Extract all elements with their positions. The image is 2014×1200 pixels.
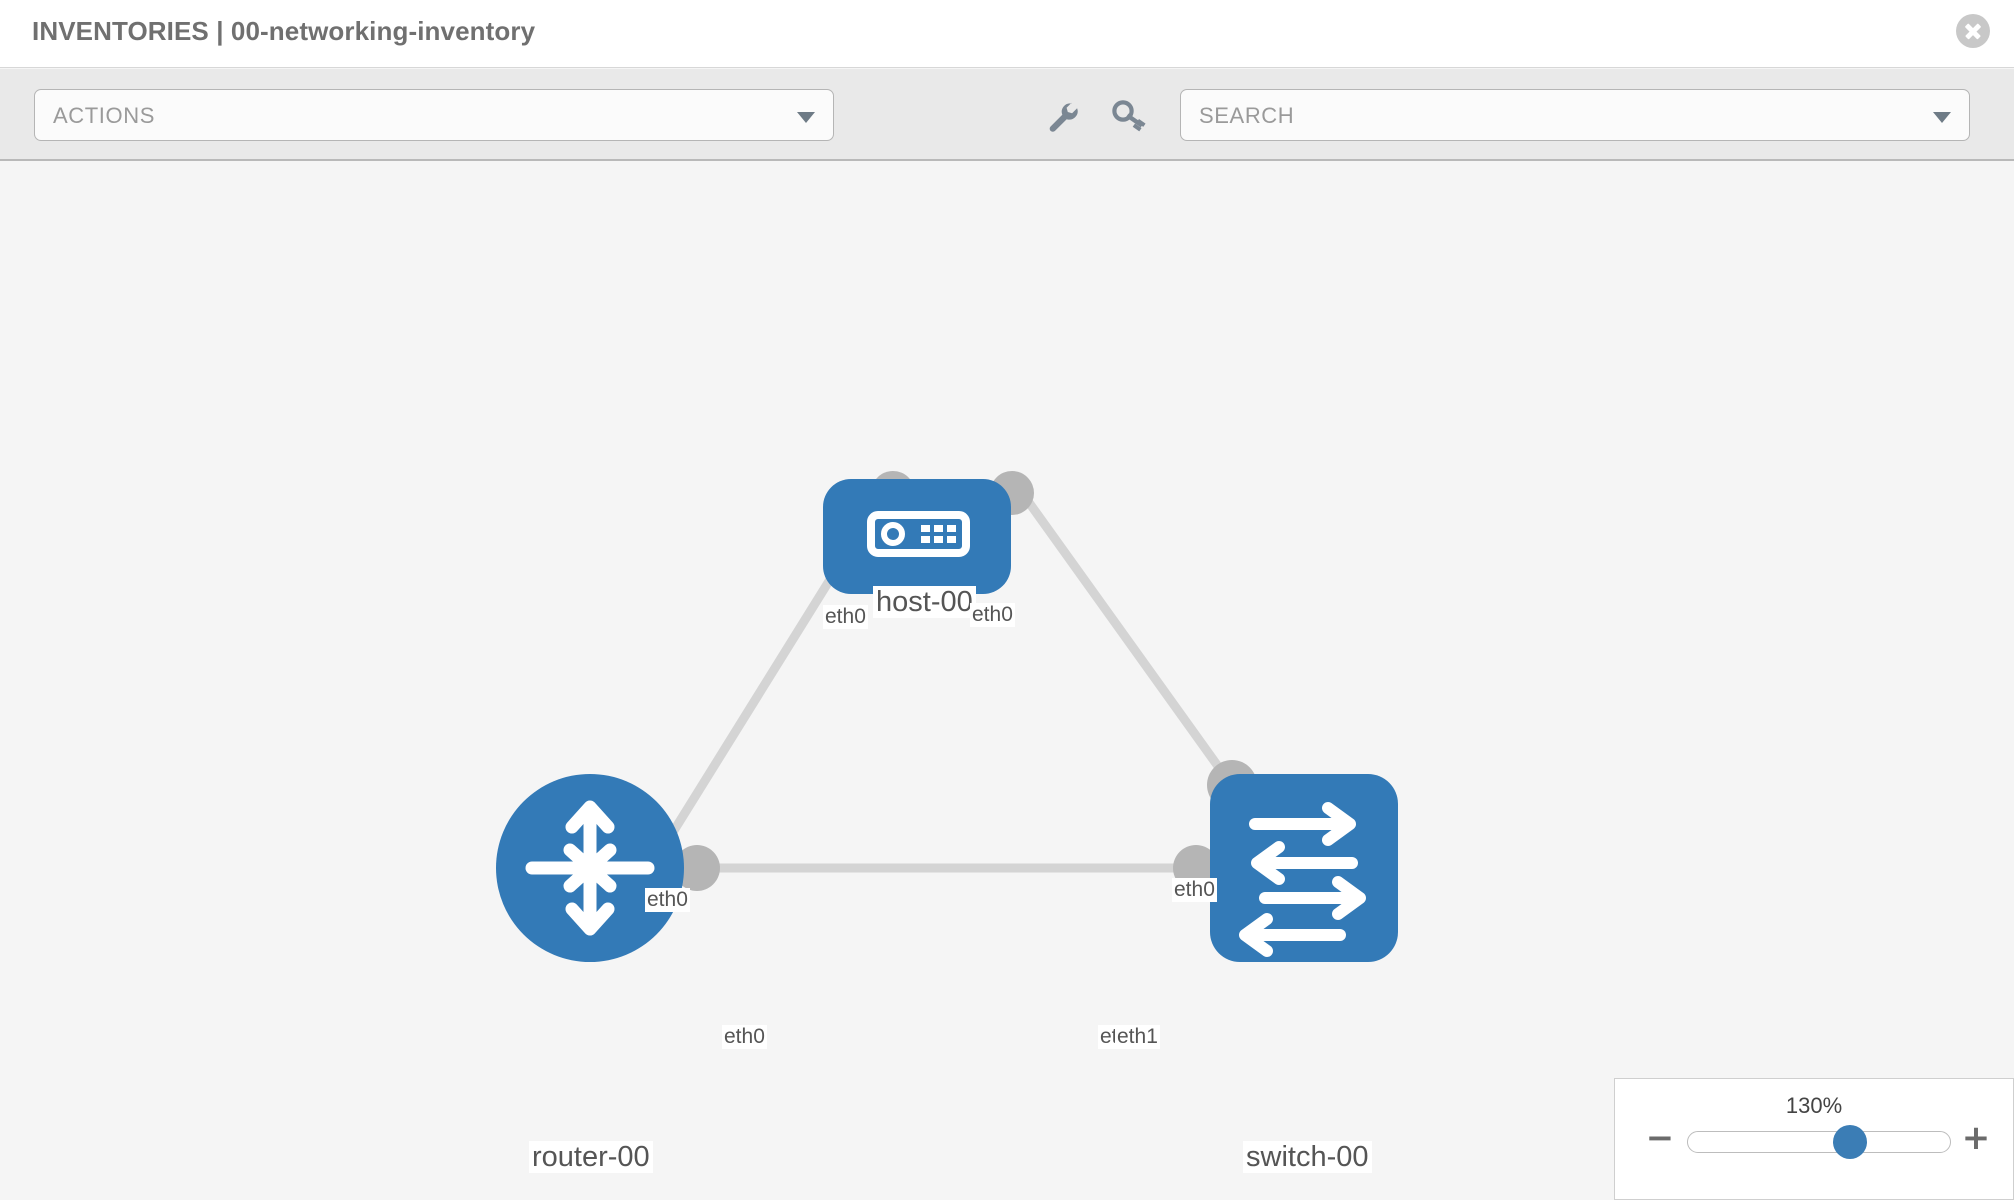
- chevron-down-icon: [1933, 112, 1951, 123]
- toolbar: ACTIONS SEARCH: [0, 69, 2014, 161]
- wrench-icon[interactable]: [1040, 95, 1082, 137]
- link-label-switch-eth1: eth1: [1115, 1025, 1160, 1050]
- node-switch-00[interactable]: [1210, 774, 1398, 962]
- topology-graph: [496, 471, 1398, 962]
- link-label-switch-eth0-up: eth0: [1172, 878, 1217, 903]
- link-label-host-eth0-left: eth0: [823, 605, 868, 630]
- page-header: INVENTORIES | 00-networking-inventory: [0, 0, 2014, 68]
- node-host-00[interactable]: [823, 479, 1011, 594]
- zoom-slider[interactable]: [1687, 1125, 1951, 1159]
- zoom-out-button[interactable]: −: [1645, 1118, 1675, 1158]
- link-label-router-eth0-up: eth0: [645, 888, 690, 913]
- node-router-00[interactable]: [496, 774, 684, 962]
- node-label-switch-00: switch-00: [1243, 1141, 1372, 1174]
- key-icon[interactable]: [1108, 95, 1150, 137]
- actions-dropdown[interactable]: ACTIONS: [34, 89, 834, 141]
- search-input[interactable]: SEARCH: [1180, 89, 1970, 141]
- zoom-control: 130% − +: [1614, 1078, 2014, 1200]
- link-label-host-eth0-right: eth0: [970, 603, 1015, 628]
- page-title: INVENTORIES | 00-networking-inventory: [32, 16, 536, 46]
- link-label-router-eth0: eth0: [722, 1025, 767, 1050]
- search-placeholder: SEARCH: [1199, 103, 1295, 128]
- zoom-slider-thumb[interactable]: [1832, 1125, 1867, 1159]
- stub-router-eth0: [674, 845, 720, 891]
- actions-dropdown-label: ACTIONS: [53, 103, 155, 128]
- topology-canvas[interactable]: host-00 router-00 switch-00 eth0 eth0 et…: [0, 163, 2014, 1200]
- link-host-switch: [1010, 478, 1235, 788]
- node-label-host-00: host-00: [873, 586, 976, 619]
- chevron-down-icon: [797, 112, 815, 123]
- zoom-in-button[interactable]: +: [1961, 1118, 1991, 1158]
- node-label-router-00: router-00: [529, 1141, 653, 1174]
- zoom-level-label: 130%: [1785, 1093, 1843, 1118]
- close-icon[interactable]: [1956, 14, 1990, 48]
